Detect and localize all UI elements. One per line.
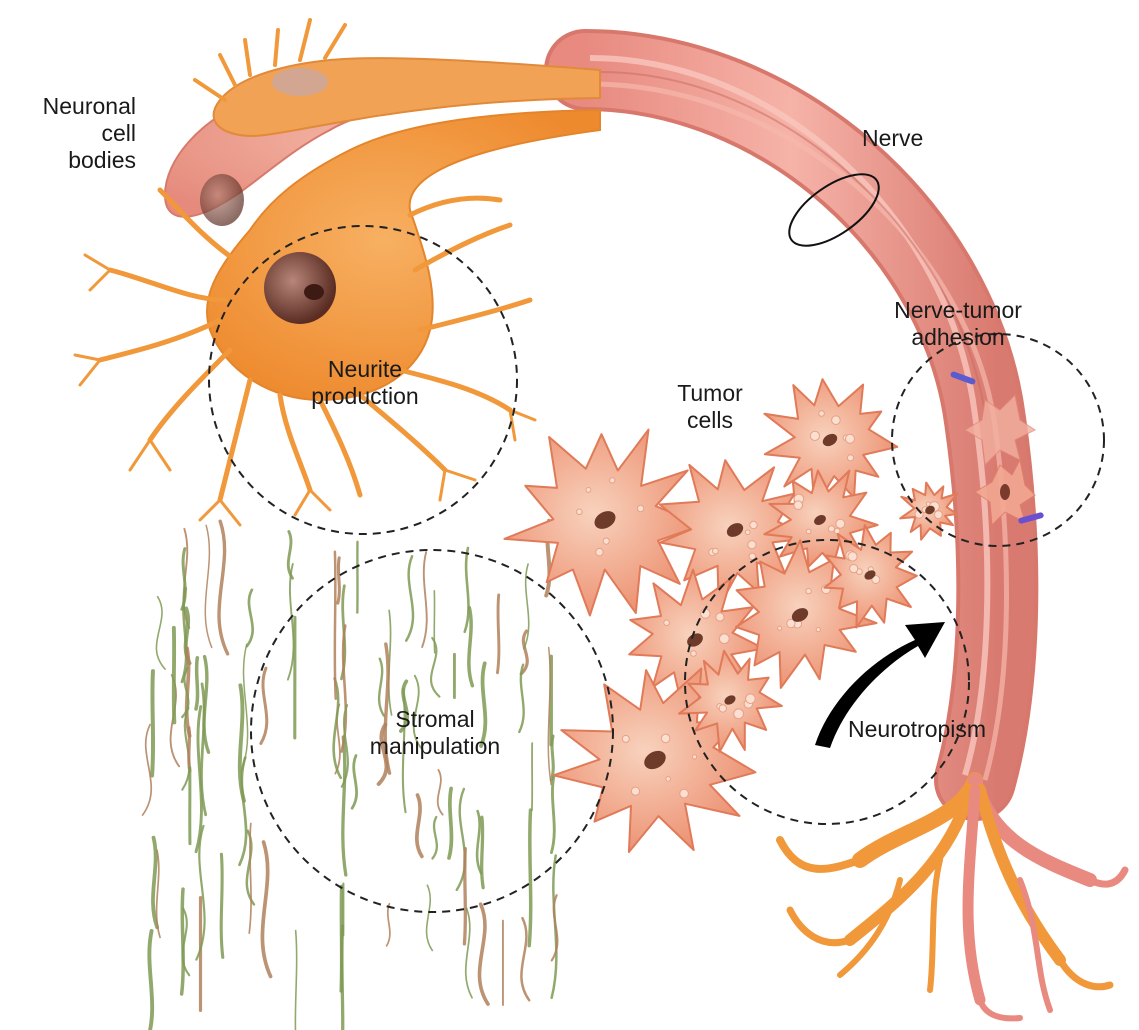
tumor-vesicle: [828, 526, 834, 532]
stromal-fiber: [205, 525, 211, 647]
nerve-terminal-branches: [780, 780, 1125, 1018]
stromal-fiber: [521, 918, 529, 1000]
stromal-fiber: [479, 904, 488, 1004]
stromal-fiber: [249, 823, 251, 933]
stromal-fiber: [464, 849, 465, 944]
stromal-fiber: [174, 628, 175, 723]
stromal-fiber: [432, 817, 436, 858]
label-neuronal-cell-bodies: Neuronal cell bodies: [8, 93, 136, 174]
tumor-vesicle: [746, 694, 756, 704]
label-tumor-cells: Tumor cells: [660, 380, 760, 434]
stromal-fiber: [438, 770, 443, 815]
tumor-vesicle: [745, 530, 750, 535]
tumor-vesicle: [637, 505, 643, 511]
tumor-vesicle: [664, 620, 670, 626]
tumor-vesicle: [713, 548, 719, 554]
stromal-fiber: [529, 810, 530, 945]
tumor-vesicle: [750, 521, 757, 528]
tumor-vesicle: [596, 548, 603, 555]
stromal-fiber: [204, 657, 209, 753]
stromal-fiber: [143, 725, 152, 815]
label-nerve-tumor-adhesion: Nerve-tumor adhesion: [868, 297, 1048, 351]
tumor-vesicle: [691, 651, 697, 657]
stromal-fiber: [417, 795, 422, 856]
stromal-fiber: [182, 889, 184, 994]
tumor-vesicle: [816, 628, 820, 632]
tumor-vesicle: [847, 455, 853, 461]
tumor-vesicle: [806, 588, 811, 593]
stromal-fiber: [465, 548, 469, 632]
stromal-fiber: [261, 668, 267, 743]
stromal-fiber: [551, 776, 554, 853]
tumor-vesicle: [661, 734, 670, 743]
stromal-fiber: [551, 736, 553, 780]
stromal-fiber: [469, 608, 473, 686]
tumor-vesicle: [819, 411, 825, 417]
tumor-vesicle: [666, 777, 671, 782]
tumor-vesicle: [810, 431, 819, 440]
tumor-vesicle: [778, 626, 782, 630]
tumor-vesicle: [836, 519, 845, 528]
stromal-fiber: [189, 728, 190, 771]
stromal-fiber: [422, 552, 427, 647]
tumor-vesicle: [610, 478, 615, 483]
stromal-fiber: [148, 931, 152, 1030]
stromal-fiber: [156, 597, 165, 669]
label-nerve: Nerve: [862, 125, 923, 152]
tumor-vesicle: [622, 735, 629, 742]
tumor-vesicle: [719, 634, 729, 644]
stromal-fiber: [262, 842, 270, 976]
tumor-vesicle: [692, 755, 696, 759]
tumor-vesicle: [834, 528, 840, 534]
tumor-vesicle: [806, 529, 811, 534]
stromal-fiber: [338, 558, 340, 603]
label-neurotropism: Neurotropism: [848, 716, 986, 743]
tumor-vesicle: [734, 709, 744, 719]
stromal-fiber: [387, 904, 390, 946]
stromal-fiber: [482, 817, 483, 887]
stromal-fiber: [406, 556, 413, 640]
stromal-fiber: [196, 658, 198, 709]
stromal-fiber: [497, 595, 498, 673]
stromal-fiber: [152, 671, 153, 775]
stromal-fiber: [335, 552, 336, 699]
tumor-vesicle: [846, 434, 855, 443]
tumor-vesicle: [680, 789, 689, 798]
tumor-vesicle: [935, 511, 943, 519]
tumor-vesicle: [748, 541, 756, 549]
tumor-vesicle: [848, 552, 857, 561]
tumor-vesicle: [631, 787, 639, 795]
label-stromal-manipulation: Stromal manipulation: [340, 706, 530, 760]
tumor-vesicle: [577, 509, 583, 515]
tumor-vesicle: [832, 416, 841, 425]
stromal-fibers: [143, 521, 558, 1030]
tumor-vesicle: [719, 705, 726, 712]
tumor-vesicle: [850, 565, 858, 573]
label-neurite-production: Neurite production: [280, 356, 450, 410]
tumor-vesicle: [749, 553, 755, 559]
tumor-vesicle: [716, 613, 724, 621]
main-neuron: [75, 110, 600, 525]
tumor-vesicle: [794, 501, 803, 510]
stromal-fiber: [219, 521, 228, 654]
stromal-fiber: [341, 926, 342, 1030]
stromal-fiber: [449, 788, 451, 857]
stromal-fiber: [352, 756, 356, 809]
stromal-fiber: [295, 930, 297, 1030]
tumor-vesicle: [586, 488, 591, 493]
stromal-fiber: [427, 885, 433, 950]
stromal-fiber: [247, 590, 253, 646]
stromal-fiber: [221, 854, 223, 957]
tumor-vesicle: [603, 538, 609, 544]
